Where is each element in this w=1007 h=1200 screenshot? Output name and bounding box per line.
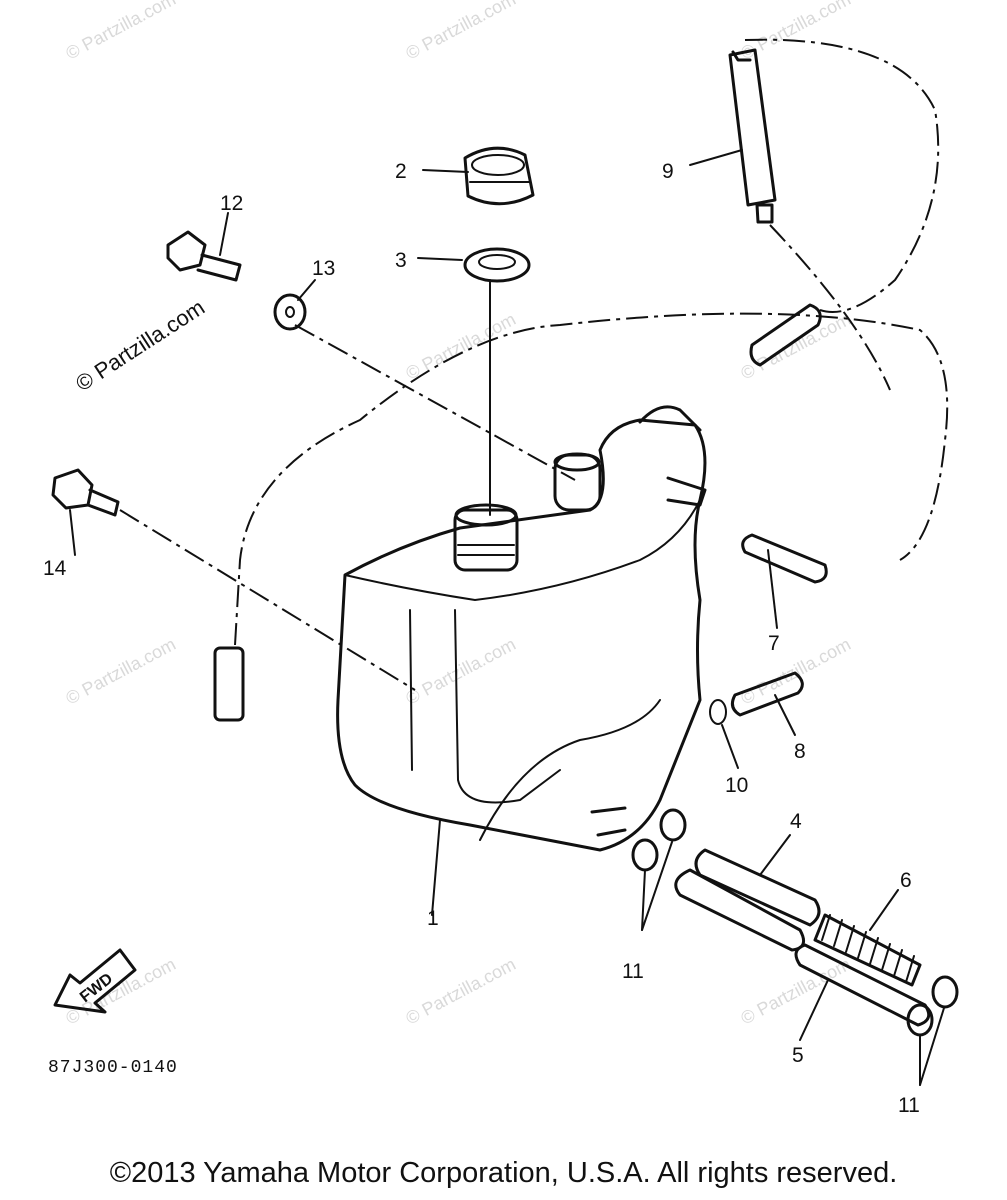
watermark: © Partzilla.com xyxy=(402,0,518,64)
bolt-14 xyxy=(51,468,120,517)
assembly-lines xyxy=(119,38,949,691)
hose-7 xyxy=(741,533,828,584)
hose-9 xyxy=(728,48,777,224)
watermark: © Partzilla.com xyxy=(402,634,518,709)
clamps-11 xyxy=(631,808,959,1086)
bolt-12 xyxy=(166,230,242,282)
watermark: © Partzilla.com xyxy=(737,954,853,1029)
washer-13 xyxy=(273,293,307,331)
watermark: © Partzilla.com xyxy=(402,954,518,1029)
callout-7: 7 xyxy=(768,632,780,655)
watermark: © Partzilla.com xyxy=(737,634,853,709)
oil-tank xyxy=(336,405,707,852)
hose-4 xyxy=(674,848,821,952)
diagram-code: 87J300-0140 xyxy=(48,1058,178,1078)
hose-8 xyxy=(730,671,804,717)
hose-9-lower xyxy=(749,303,822,367)
watermark: © Partzilla.com xyxy=(737,309,853,384)
clip-10 xyxy=(709,699,727,725)
callout-11-right: 11 xyxy=(898,1094,920,1117)
spring-6 xyxy=(813,913,922,987)
callout-4: 4 xyxy=(790,810,802,833)
callout-leaders xyxy=(69,149,899,1041)
watermark: © Partzilla.com xyxy=(62,634,178,709)
callout-11-left: 11 xyxy=(622,960,644,983)
callout-5: 5 xyxy=(792,1044,804,1067)
watermark: © Partzilla.com xyxy=(402,309,518,384)
callouts: 1 2 3 4 5 6 7 8 9 10 11 11 12 13 14 xyxy=(43,160,920,1117)
callout-13: 13 xyxy=(312,257,335,280)
watermark: © Partzilla.com xyxy=(62,0,178,64)
callout-12: 12 xyxy=(220,192,243,215)
callout-9: 9 xyxy=(662,160,674,183)
callout-2: 2 xyxy=(395,160,407,183)
copyright-notice: ©2013 Yamaha Motor Corporation, U.S.A. A… xyxy=(109,1157,898,1189)
callout-10: 10 xyxy=(725,774,748,797)
callout-1: 1 xyxy=(427,907,439,930)
callout-14: 14 xyxy=(43,557,67,580)
gasket xyxy=(463,247,531,283)
watermark-corner: © Partzilla.com xyxy=(71,294,209,396)
fwd-arrow-icon: FWD xyxy=(53,948,137,1014)
callout-3: 3 xyxy=(395,249,407,272)
filler-cap xyxy=(463,146,535,206)
callout-6: 6 xyxy=(900,869,912,892)
grommet xyxy=(213,646,245,722)
callout-8: 8 xyxy=(794,740,806,763)
